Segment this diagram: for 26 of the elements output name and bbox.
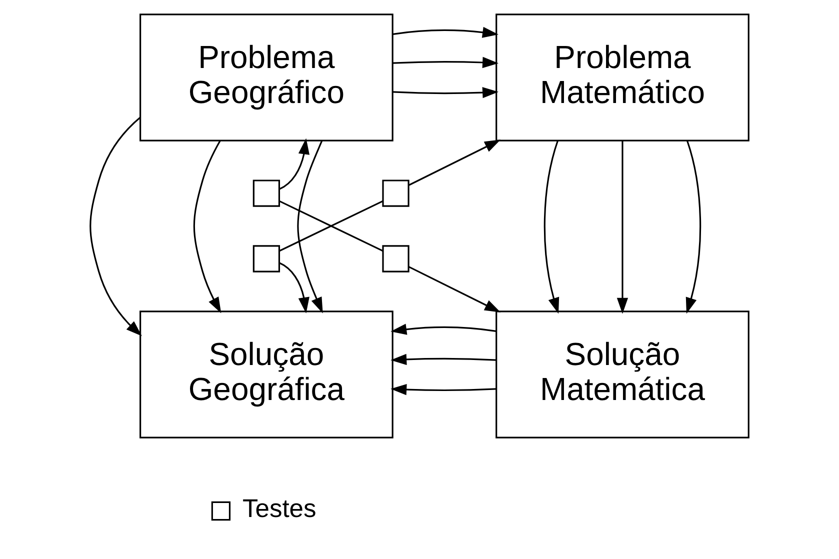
node-box [252,245,280,272]
legend-label: Testes [242,495,316,524]
arrow [686,140,702,314]
node-box [382,245,410,272]
node-box: Solução Geográfica [140,310,394,438]
arrow [297,140,323,314]
arrow [193,140,222,314]
node-box [382,180,410,207]
node-box: Solução Matemática [496,310,750,438]
node-box: Problema Geográfico [140,14,394,142]
arrow [279,262,310,314]
arrow [392,87,498,98]
arrow [544,140,560,314]
arrow [392,56,498,68]
arrow [616,140,628,314]
node-box [252,180,280,207]
arrow [408,266,501,312]
arrow [279,138,310,190]
arrow [390,384,496,396]
arrow [390,354,496,366]
arrow [390,324,496,335]
node-box: Problema Matemático [496,14,750,142]
arrow [90,116,142,336]
arrow [408,140,501,186]
arrow [392,26,498,38]
connector [278,200,384,252]
